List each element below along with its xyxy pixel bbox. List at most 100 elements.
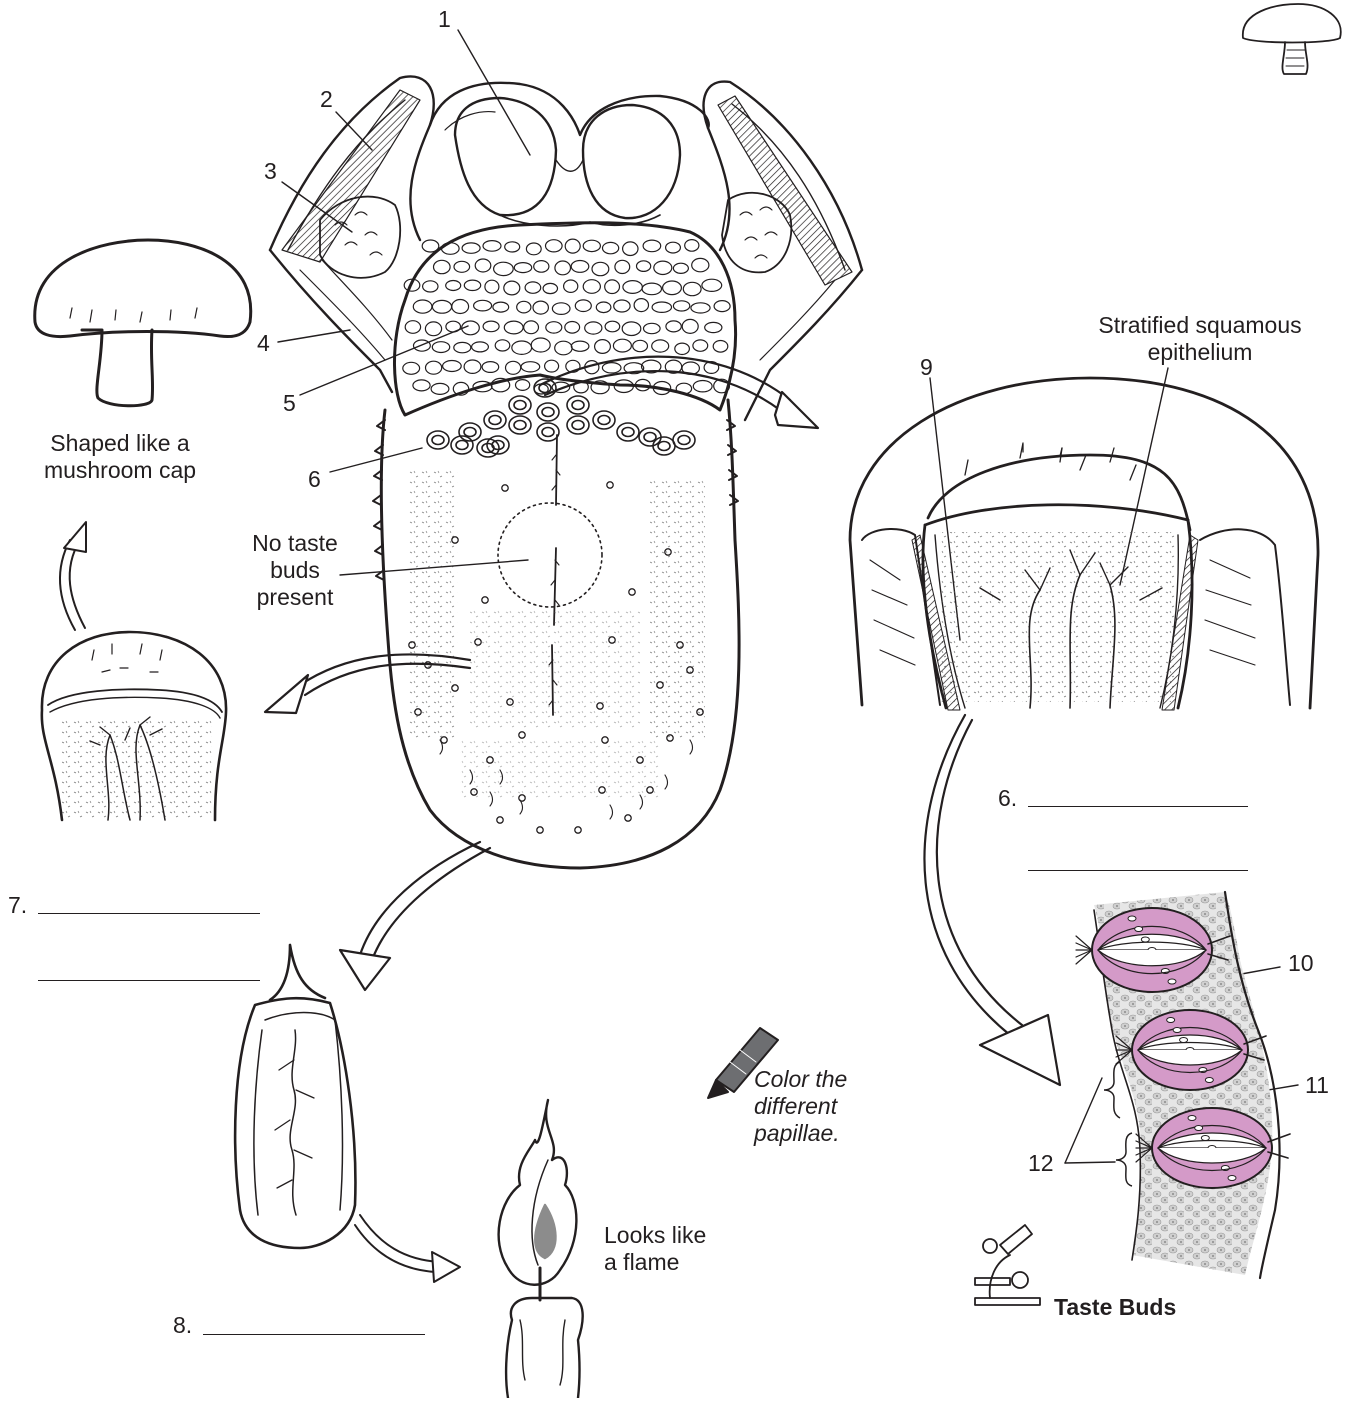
taste-bud-nucleus: [1180, 1038, 1188, 1043]
tonsil-nodule: [423, 281, 438, 292]
tonsil-nodule: [654, 261, 672, 274]
tonsil-nodule: [713, 341, 728, 353]
vallate-ring-outer: [537, 423, 559, 441]
tonsil-nodule: [454, 261, 470, 272]
tonsil-nodule: [613, 339, 631, 352]
tonsil-nodule: [413, 300, 432, 313]
tonsil-nodule: [482, 362, 499, 373]
tonsil-nodule: [644, 323, 661, 333]
tonsil-nodule: [666, 321, 681, 332]
fungiform-dot: [482, 597, 488, 603]
stratified-line1: Stratified squamous: [1070, 312, 1330, 339]
stratified-label: Stratified squamous epithelium: [1070, 312, 1330, 366]
vallate-ring-outer: [617, 423, 639, 441]
tonsil-nodule: [505, 242, 520, 252]
tonsil-nodule: [531, 338, 550, 352]
tonsil-nodule: [683, 282, 701, 295]
tonsil-nodule: [545, 360, 559, 372]
vallate-ring-inner: [514, 401, 526, 410]
tonsil-nodule: [504, 281, 520, 295]
vallate-ring-outer: [567, 396, 589, 414]
tonsil-nodule: [546, 322, 562, 333]
no-taste-buds-label: No taste buds present: [232, 530, 358, 611]
tonsil-nodule: [516, 380, 530, 391]
blank-7-line-1[interactable]: [38, 913, 260, 914]
tonsil-nodule: [521, 362, 540, 372]
mushroom-label-line1: Shaped like a: [20, 430, 220, 457]
tonsil-nodule: [596, 302, 611, 313]
tonsil-nodule: [514, 263, 531, 273]
taste-bud-nucleus: [1188, 1116, 1196, 1121]
fungiform-dot: [575, 827, 581, 833]
callout-2: 2: [320, 86, 333, 112]
tonsil-nodule: [693, 340, 708, 351]
tonsil-nodule: [454, 342, 471, 352]
taste-bud-nucleus: [1228, 1176, 1236, 1181]
tonsil-nodule: [705, 322, 722, 332]
blank-6-line-1[interactable]: [1028, 806, 1248, 807]
tonsil-nodule: [595, 340, 611, 354]
arrow-fungiform-to-mushroom: [60, 522, 86, 630]
tonsil-nodule: [493, 302, 509, 312]
blank-7-number: 7.: [8, 892, 27, 919]
callout-11: 11: [1305, 1072, 1329, 1098]
braces: [1104, 1062, 1132, 1186]
microscope-icon: [975, 1225, 1040, 1305]
tonsil-nodule: [602, 363, 621, 373]
tonsil-nodule: [432, 300, 451, 313]
flame-line1: Looks like: [604, 1222, 706, 1249]
vallate-ring-inner: [464, 428, 476, 437]
no-taste-line3: present: [232, 584, 358, 611]
blank-6-number: 6.: [998, 785, 1017, 812]
tonsil-nodule: [666, 242, 681, 253]
tonsil-nodule: [403, 362, 420, 374]
fungiform-dot: [537, 827, 543, 833]
fungiform-dot: [625, 815, 631, 821]
tonsil-nodule: [682, 319, 698, 333]
arrow-to-filiform: [340, 842, 490, 990]
tonsil-nodule: [524, 321, 539, 334]
vallate-ring-inner: [514, 421, 526, 430]
vallate-ring-inner: [542, 408, 554, 417]
tonsil-nodule: [642, 283, 661, 295]
tonsil-nodule: [464, 280, 480, 290]
tonsil-nodule: [675, 343, 690, 354]
tonsil-nodule: [571, 341, 589, 351]
tonsil-nodule: [434, 260, 451, 273]
tonsil-nodule: [652, 340, 669, 352]
blank-6-line-2[interactable]: [1028, 870, 1248, 871]
tonsil-nodule: [643, 240, 661, 252]
tonsil-nodule: [526, 243, 541, 255]
tonsil-nodule: [693, 381, 712, 392]
callout-9: 9: [920, 354, 933, 380]
tonsil-nodule: [504, 321, 523, 334]
tonsil-nodule: [534, 261, 549, 273]
tonsil-nodule: [692, 258, 709, 271]
vallate-ring-outer: [673, 431, 695, 449]
taste-bud-nucleus: [1195, 1126, 1203, 1131]
blank-8-line[interactable]: [203, 1334, 425, 1335]
blank-8-number: 8.: [173, 1312, 192, 1339]
tonsil-nodule: [443, 361, 462, 372]
tonsil-nodule: [472, 342, 489, 352]
vallate-ring-outer: [567, 416, 589, 434]
tonsil-nodule: [426, 361, 442, 374]
mushroom-drawing: [35, 240, 251, 406]
tonsil-nodule: [623, 281, 642, 294]
vallate-ring-inner: [432, 436, 444, 445]
taste-bud-nucleus: [1141, 937, 1149, 942]
tonsil-nodule: [685, 240, 699, 252]
tonsil-nodule: [583, 240, 600, 251]
vallate-ring-outer: [639, 428, 661, 446]
tonsil-nodule: [483, 321, 499, 332]
taste-bud-nucleus: [1128, 916, 1136, 921]
color-line2: different: [754, 1093, 847, 1120]
callout-12: 12: [1028, 1150, 1054, 1176]
nerve-fiber: [1076, 943, 1092, 950]
tonsil-nodule: [452, 300, 469, 314]
tonsil-nodule: [637, 261, 651, 272]
tonsil-nodule: [615, 260, 630, 273]
tonsil-nodule: [425, 322, 441, 336]
blank-7-line-2[interactable]: [38, 980, 260, 981]
nerve-fiber: [1076, 950, 1092, 957]
